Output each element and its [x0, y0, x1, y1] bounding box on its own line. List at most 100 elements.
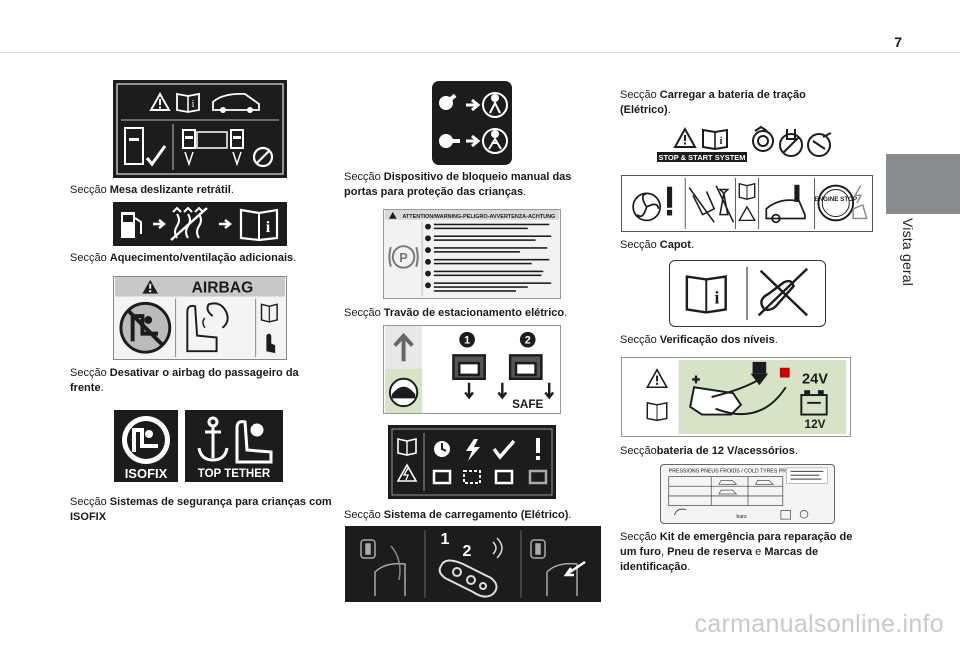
warning-triangle-icon [142, 279, 159, 294]
clock-icon [434, 441, 450, 457]
anchor-icon [197, 416, 229, 462]
child-seat-icon [235, 420, 273, 464]
manual-book-icon [646, 401, 668, 422]
caption-airbag: Secção Desativar o airbag do passageiro … [70, 367, 299, 394]
van-icon [212, 93, 260, 111]
svg-text:i: i [192, 99, 195, 110]
parking-brake-icon [388, 245, 419, 269]
svg-text:ATTENTION/WARNING-PELIGRO-AVVE: ATTENTION/WARNING-PELIGRO-AVVERTENZA-ACH… [402, 214, 555, 220]
fuel-pump-icon [121, 212, 142, 238]
svg-text:i: i [266, 219, 271, 236]
manual-book-icon: i [239, 208, 279, 242]
fan-warning-icon [632, 186, 673, 222]
svg-text:1: 1 [464, 335, 470, 347]
key-icon [439, 134, 460, 148]
arrow-right-icon [153, 219, 167, 229]
heater-label-image: i [113, 202, 287, 246]
charging-label-image [388, 425, 556, 499]
fluid-cap-prohibited-icon [757, 267, 809, 317]
hood-label-image: i [669, 260, 826, 327]
tyre-icon [674, 508, 687, 516]
isofix-logo-image: ISOFIX [114, 410, 178, 482]
caption-traction-battery: Secção Carregar a bateria de tração (Elé… [620, 89, 806, 116]
key-lock-image: 1 2 [345, 526, 601, 602]
warning-triangle-icon [149, 91, 171, 111]
svg-text:PRESSIONS PNEUS FROIDS / COLD: PRESSIONS PNEUS FROIDS / COLD TYRES PRES… [669, 469, 812, 475]
key-turn-icon [439, 93, 457, 110]
safe-text: SAFE [512, 398, 543, 411]
caption-parking-brake: Secção Travão de estacionamento elétrico… [344, 307, 568, 319]
warning-triangle-icon [645, 368, 669, 389]
svg-text:2: 2 [525, 335, 531, 347]
wrench-prohibited-icon [779, 129, 803, 157]
seat-lever-icon [452, 354, 486, 400]
header-rule [0, 52, 960, 53]
manual-book-icon: i [685, 275, 727, 314]
stop-start-label-image: i STOP & START SYSTEM [657, 123, 837, 163]
manual-book-icon: i [176, 92, 200, 113]
hazard-label-image: ENGINE STOP [621, 175, 873, 232]
step-badge-2: 2 [519, 331, 536, 348]
top-tether-text: TOP TETHER [198, 468, 271, 480]
safe-steps-image: 1 2 SAFE [383, 325, 561, 414]
stop-start-text: STOP & START SYSTEM [658, 153, 745, 162]
clamp-icon [750, 361, 790, 386]
check-icon [145, 145, 167, 167]
isofix-text: ISOFIX [125, 466, 168, 481]
engine-stop-button-icon: ENGINE STOP [814, 184, 857, 222]
car-charge-icon [852, 203, 868, 220]
child-seat-prohibited-icon [119, 301, 172, 354]
svg-text:P: P [399, 250, 408, 265]
section-tab-label: Vista geral [900, 218, 916, 287]
exclamation-icon [536, 438, 540, 460]
seat-airbag-icon [186, 302, 229, 353]
helmet-icon [388, 377, 419, 408]
door-unlock-icon [530, 539, 586, 596]
table-label-image: i [113, 80, 287, 178]
arrow-right-icon [466, 134, 481, 148]
battery-12v-image: 24V 12V [621, 357, 851, 437]
warning-triangle-icon [388, 211, 397, 219]
caption-emergency-kit: Secção Kit de emergência para reparação … [620, 531, 853, 573]
hood-warning-icon [765, 184, 806, 224]
caption-child-lock: Secção Dispositivo de bloqueio manual da… [344, 171, 572, 198]
manual-book-icon [260, 303, 278, 323]
caption-isofix: Secção Sistemas de segurança para crianç… [70, 496, 332, 523]
top-tether-logo-image: TOP TETHER [185, 410, 283, 482]
heat-waves-icon [170, 206, 208, 241]
child-lock-image [432, 81, 512, 165]
electric-warning-icon [396, 463, 418, 482]
voltage-12v-text: 12V [805, 418, 826, 431]
seat-lever-icon [497, 354, 555, 400]
caption-table: Secção Mesa deslizante retrátil. [70, 184, 234, 196]
tool-prohibited-icon [807, 132, 832, 157]
manual-book-icon: i [702, 128, 728, 151]
caption-heater: Secção Aquecimento/ventilação adicionais… [70, 252, 297, 264]
manual-book-icon [397, 438, 417, 456]
check-icon [492, 439, 516, 460]
svg-text:bars: bars [736, 514, 747, 520]
arrow-right-icon [219, 219, 233, 229]
finger-icon [266, 333, 276, 354]
child-in-door-icon [482, 92, 508, 118]
airbag-text: AIRBAG [192, 280, 254, 297]
hand-tie-prohibited-icon [688, 185, 735, 223]
svg-text:ENGINE STOP: ENGINE STOP [814, 196, 857, 203]
engine-icon [752, 125, 774, 152]
svg-text:1: 1 [441, 531, 450, 548]
door-lock-icon [360, 539, 406, 596]
watermark: carmanualsonline.info [694, 610, 944, 638]
car-icon [718, 480, 775, 495]
voltage-24v-text: 24V [802, 371, 828, 387]
manual-book-icon [738, 182, 756, 200]
svg-text:2: 2 [463, 543, 472, 560]
signal-waves-icon [492, 537, 503, 559]
key-fob-icon [438, 559, 498, 598]
arrow-up-icon [393, 332, 414, 362]
section-tab[interactable] [886, 154, 960, 214]
arrow-right-icon [466, 98, 481, 112]
page-number: 7 [894, 34, 902, 50]
step-badge-1: 1 [459, 331, 475, 348]
tyre-pressure-label-image: PRESSIONS PNEUS FROIDS / COLD TYRES PRES… [660, 464, 835, 524]
battery-icon [800, 390, 828, 416]
